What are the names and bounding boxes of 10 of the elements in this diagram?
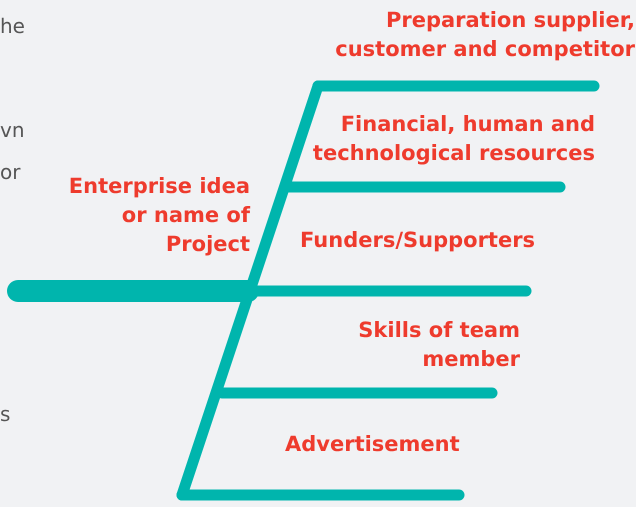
- category-label: Financial, human and technological resources: [300, 110, 595, 168]
- category-label: Preparation supplier, customer and competitor: [290, 6, 635, 64]
- category-label: Skills of team member: [330, 316, 520, 374]
- category-label: Enterprise idea or name of Project: [40, 172, 250, 259]
- category-label: Funders/Supporters: [300, 226, 560, 255]
- cut-off-text: he: [0, 14, 25, 38]
- category-label: Advertisement: [285, 430, 485, 459]
- cut-off-text: or: [0, 160, 20, 184]
- cut-off-text: s: [0, 402, 10, 426]
- cut-off-text: vn: [0, 118, 25, 142]
